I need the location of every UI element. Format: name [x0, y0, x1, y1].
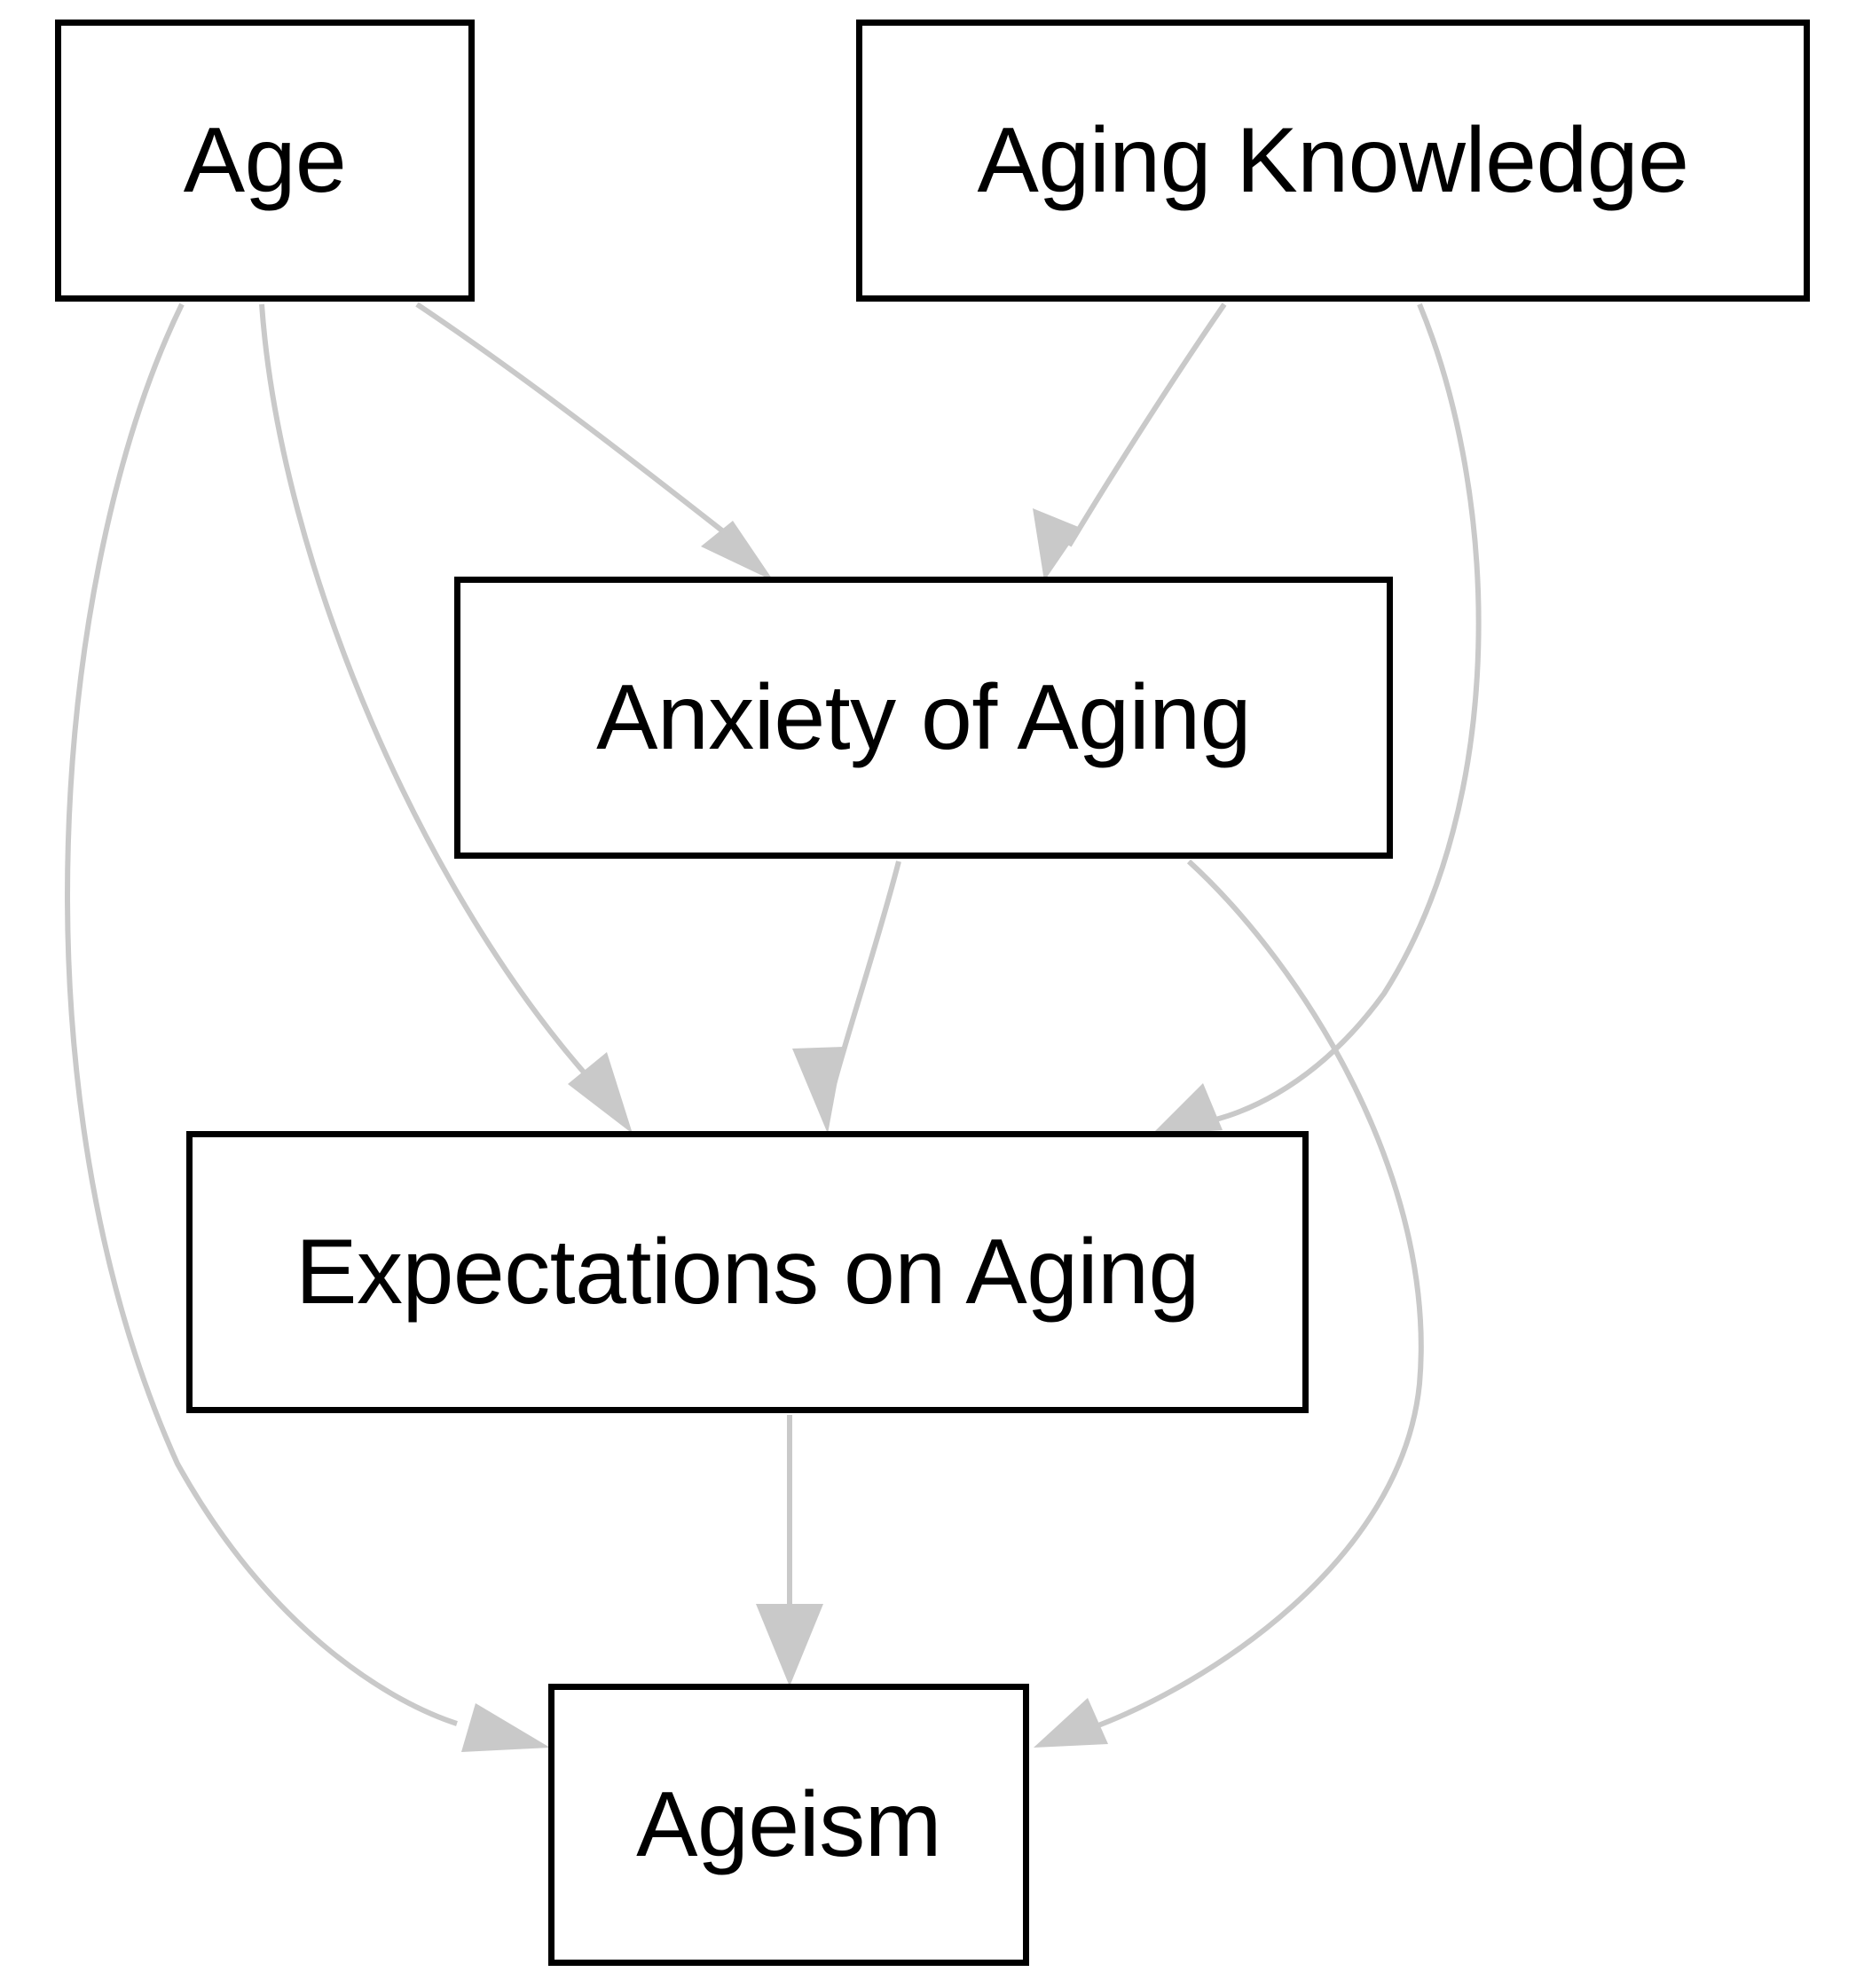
node-ageism-label: Ageism: [636, 1773, 941, 1876]
edge-age-to-ageism: [65, 303, 550, 1752]
node-age-label: Age: [183, 109, 347, 212]
edge-knowledge-to-expectations: [1151, 303, 1482, 1135]
node-expectations-on-aging[interactable]: Expectations on Aging: [186, 1131, 1309, 1413]
edge-age-to-expectations: [259, 303, 633, 1134]
node-anxiety-of-aging[interactable]: Anxiety of Aging: [454, 577, 1393, 859]
node-expectations-on-aging-label: Expectations on Aging: [295, 1221, 1199, 1324]
edge-anxiety-to-ageism: [1034, 859, 1424, 1748]
node-aging-knowledge[interactable]: Aging Knowledge: [856, 20, 1810, 302]
edge-knowledge-to-anxiety: [1033, 303, 1227, 581]
edge-expectations-to-ageism: [756, 1415, 823, 1686]
node-anxiety-of-aging-label: Anxiety of Aging: [596, 666, 1251, 769]
node-ageism[interactable]: Ageism: [548, 1684, 1029, 1966]
edge-age-to-anxiety: [415, 302, 774, 581]
node-age[interactable]: Age: [55, 20, 475, 302]
node-aging-knowledge-label: Aging Knowledge: [977, 109, 1689, 212]
edge-anxiety-to-expectations: [792, 860, 901, 1134]
